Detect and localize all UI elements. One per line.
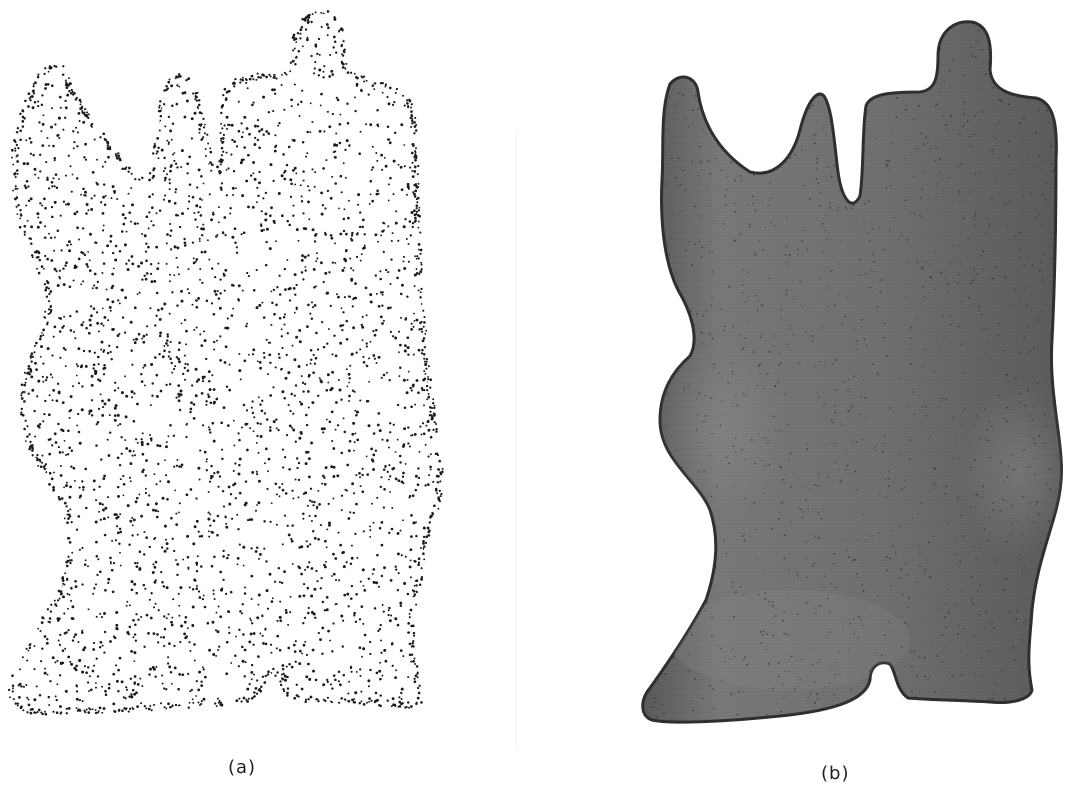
panel-b-label: (b) bbox=[821, 763, 849, 784]
panel-a-label: (a) bbox=[228, 757, 256, 778]
point-cloud-figure bbox=[0, 0, 520, 793]
surface-figure bbox=[540, 0, 1068, 793]
panel-a: (a) bbox=[0, 0, 520, 793]
panel-b: (b) bbox=[540, 0, 1068, 793]
